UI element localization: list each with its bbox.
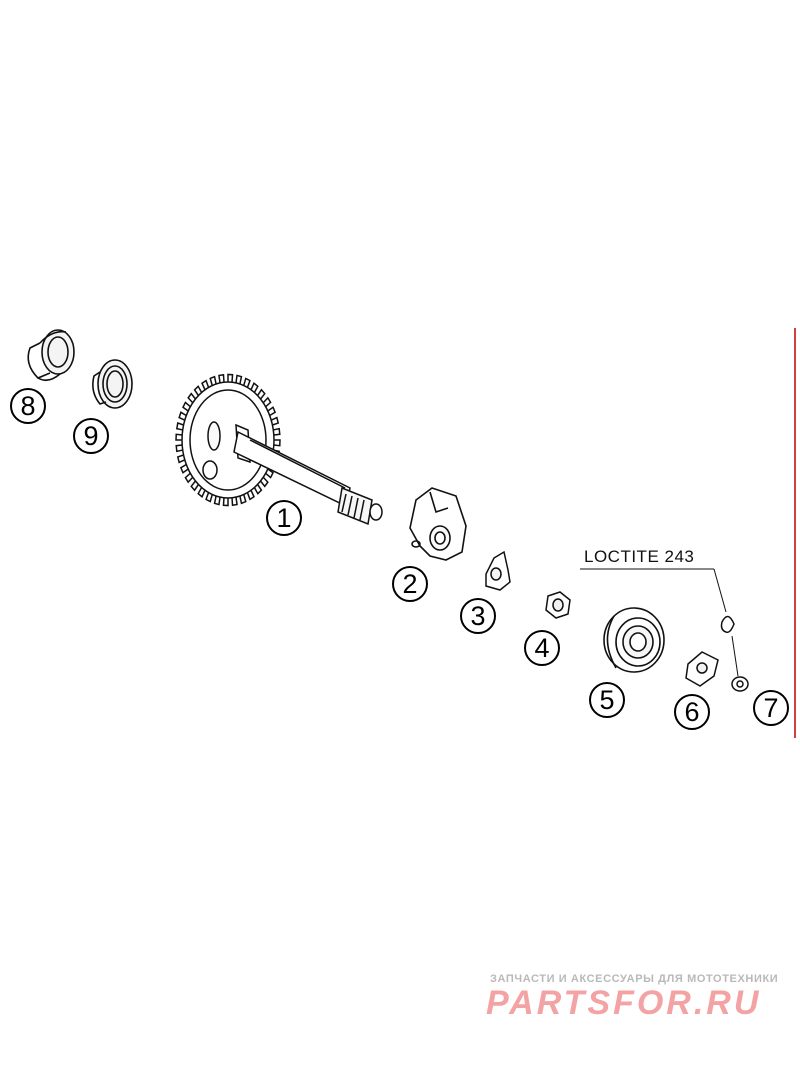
part-4-hex-nut <box>545 591 571 619</box>
part-5-ball-bearing <box>603 607 665 673</box>
part-3-clip <box>485 550 511 591</box>
gear-tooth <box>270 416 280 426</box>
gear-tooth <box>175 422 184 431</box>
callout-label: 8 <box>20 390 36 421</box>
gear-tooth <box>209 375 217 386</box>
part-2-ratchet <box>409 487 467 561</box>
callout-label: 1 <box>276 502 292 533</box>
callout-6: 6 <box>674 694 710 730</box>
gear-tooth <box>176 454 186 464</box>
edge-marker-line <box>794 328 796 738</box>
callout-label: 9 <box>83 420 99 451</box>
gear-tooth <box>218 373 225 383</box>
callout-8: 8 <box>10 388 46 424</box>
callout-9: 9 <box>73 418 109 454</box>
callout-1: 1 <box>266 500 302 536</box>
part-9-seal-ring <box>92 359 133 409</box>
callout-7: 7 <box>753 690 789 726</box>
callout-5: 5 <box>589 682 625 718</box>
part-6-retaining-plate <box>685 651 719 687</box>
gear-tooth <box>222 497 229 507</box>
gear-tooth <box>213 495 221 506</box>
loctite-annotation: LOCTITE 243 <box>584 547 695 566</box>
gear-tooth <box>273 439 281 447</box>
callout-label: 2 <box>402 568 418 599</box>
gear-tooth <box>227 373 234 383</box>
watermark-logo: PARTSFOR.RU <box>486 984 762 1022</box>
gear-tooth <box>175 444 183 453</box>
part-8-bearing-ring <box>27 329 75 382</box>
gear-tooth <box>273 427 281 436</box>
callout-2: 2 <box>392 566 428 602</box>
callout-label: 5 <box>599 684 615 715</box>
callout-label: 4 <box>534 632 550 663</box>
callout-3: 3 <box>460 598 496 634</box>
gear-tooth <box>205 492 213 503</box>
gear-tooth <box>239 494 247 505</box>
loctite-leader <box>580 568 727 613</box>
callout-4: 4 <box>524 630 560 666</box>
gear-tooth <box>235 374 243 385</box>
gear-tooth <box>243 377 251 388</box>
gear-tooth <box>231 497 238 507</box>
part-1-kickstarter-shaft-gear <box>175 373 383 526</box>
watermark-tagline: ЗАПЧАСТИ И АКСЕССУАРЫ ДЛЯ МОТОТЕХНИКИ <box>490 973 779 985</box>
part-7-screw <box>720 615 749 692</box>
callout-label: 6 <box>684 696 700 727</box>
gear-tooth <box>175 433 183 441</box>
callout-label: 7 <box>763 692 779 723</box>
callout-label: 3 <box>470 600 486 631</box>
